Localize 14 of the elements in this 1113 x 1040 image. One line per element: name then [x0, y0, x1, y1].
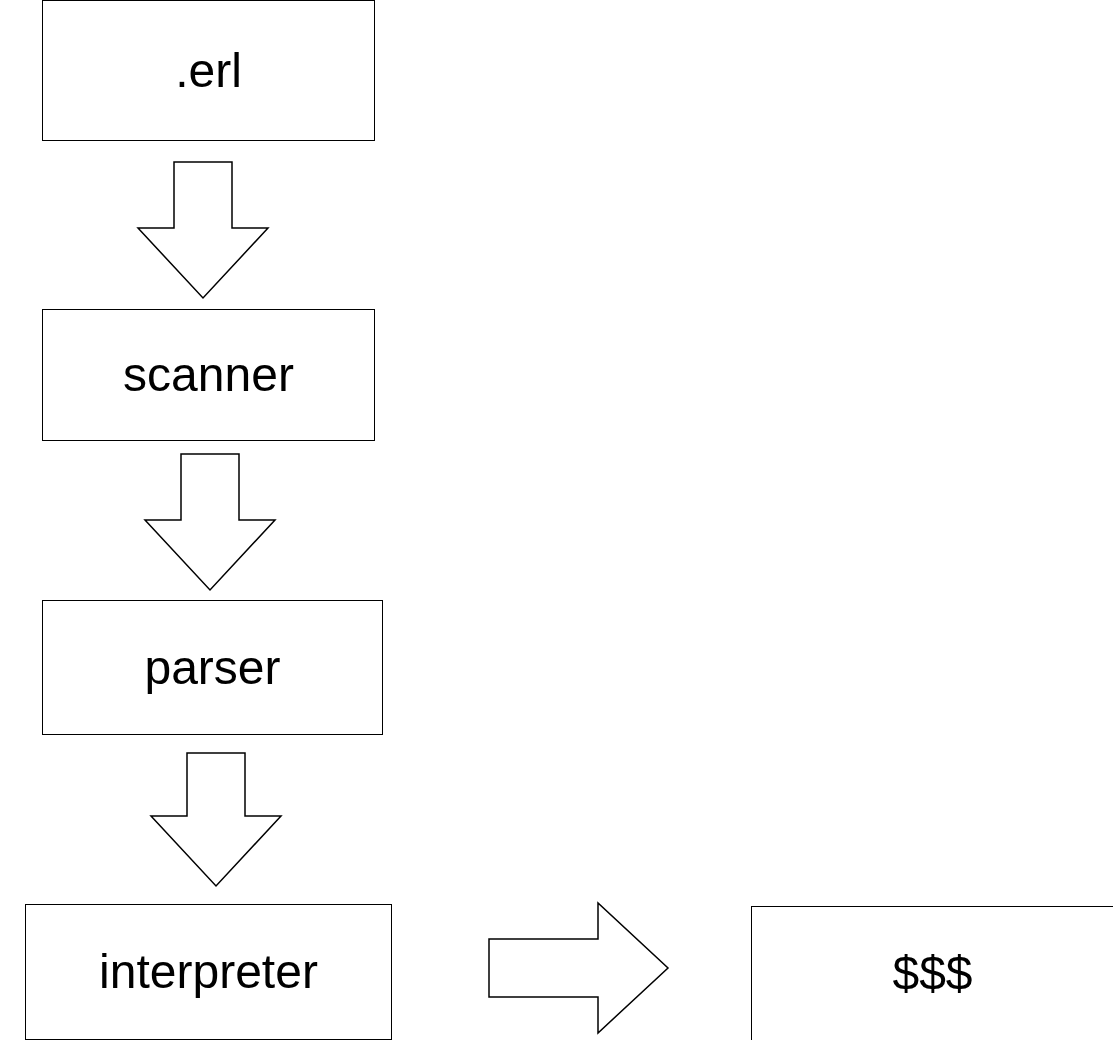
box-label: $$$: [892, 949, 973, 998]
box-label: parser: [144, 643, 281, 692]
block-arrow: [488, 901, 670, 1035]
box-label: .erl: [175, 46, 242, 95]
process-box: [751, 906, 1113, 1040]
block-arrow: [136, 161, 270, 300]
block-arrow: [143, 453, 277, 592]
box-label: scanner: [123, 351, 294, 399]
process-box: [25, 904, 392, 1040]
process-box: [42, 0, 375, 141]
process-box: [42, 600, 383, 735]
block-arrow: [149, 752, 283, 888]
box-label: interpreter: [99, 948, 318, 996]
process-box: [42, 309, 375, 441]
